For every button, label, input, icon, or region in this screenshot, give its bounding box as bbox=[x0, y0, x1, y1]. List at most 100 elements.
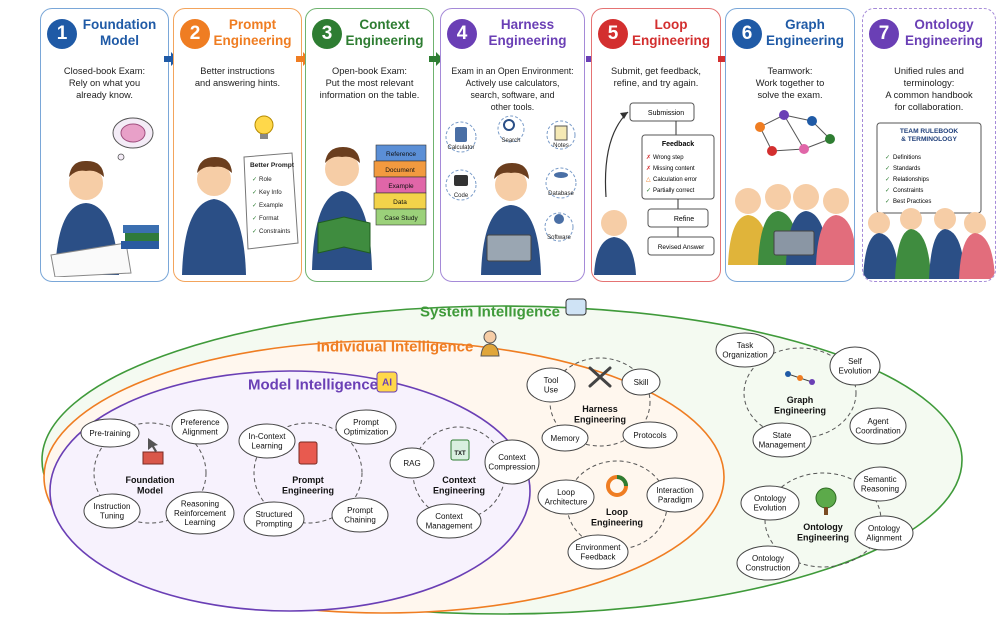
tool-label: Database bbox=[548, 191, 574, 197]
step-number: 3 bbox=[312, 19, 342, 49]
text-file-icon-label: TXT bbox=[454, 451, 466, 457]
step-number: 5 bbox=[598, 19, 628, 49]
tool-label: Calculator bbox=[447, 145, 474, 151]
calculator-icon bbox=[455, 127, 467, 142]
notes-icon bbox=[554, 125, 568, 141]
feedback-title: Feedback bbox=[662, 141, 694, 148]
cluster-context-engineering bbox=[389, 426, 540, 539]
monitor-icon bbox=[565, 298, 587, 316]
lightbulb-icon bbox=[254, 115, 274, 139]
cluster-node bbox=[171, 409, 229, 445]
tools-icon bbox=[588, 366, 612, 388]
cluster-prompt-engineering bbox=[238, 409, 397, 537]
card-item: Role bbox=[259, 176, 272, 183]
card-item: Constraints bbox=[259, 228, 290, 235]
student-tools-illustration: Calculator Search Notes Code Database So… bbox=[445, 115, 577, 275]
cluster-node bbox=[331, 497, 389, 533]
feedback-item: Missing content bbox=[653, 166, 695, 172]
cluster-node bbox=[541, 424, 589, 452]
svg-text:✗: ✗ bbox=[646, 154, 651, 161]
panel-description: Teamwork: Work together to solve the exa… bbox=[755, 66, 825, 100]
panel-title: Prompt Engineering bbox=[213, 17, 292, 48]
cluster-node bbox=[484, 439, 540, 485]
cluster-node bbox=[165, 491, 235, 535]
svg-text:✓: ✓ bbox=[252, 228, 257, 235]
cluster-node bbox=[335, 409, 397, 445]
graph-network-icon bbox=[755, 110, 835, 156]
person-icon bbox=[480, 330, 500, 357]
book-label: Data bbox=[393, 199, 407, 206]
panel-title: Context Engineering bbox=[345, 17, 424, 48]
rulebook-item: Relationships bbox=[893, 177, 929, 183]
cluster-node bbox=[829, 346, 881, 386]
panel-title: Graph Engineering bbox=[765, 17, 844, 48]
svg-text:✓: ✓ bbox=[885, 155, 890, 161]
panel-title: Loop Engineering bbox=[631, 17, 710, 48]
gear-icon bbox=[554, 214, 564, 224]
cluster-ring bbox=[253, 422, 363, 524]
rulebook-item: Best Practices bbox=[893, 199, 931, 205]
submission-box bbox=[629, 102, 695, 122]
tool-label: Software bbox=[547, 235, 571, 241]
cluster-node bbox=[715, 332, 775, 368]
database-icon bbox=[554, 172, 568, 178]
cluster-node bbox=[80, 418, 140, 448]
rulebook-item: Definitions bbox=[893, 155, 921, 161]
cluster-node bbox=[853, 466, 907, 502]
cluster-node bbox=[622, 421, 678, 449]
panel-description: Submit, get feedback, refine, and try ag… bbox=[611, 66, 701, 88]
svg-text:△: △ bbox=[646, 177, 651, 183]
cluster-node bbox=[646, 477, 704, 513]
svg-text:✓: ✓ bbox=[885, 188, 890, 194]
laptop-icon bbox=[773, 230, 815, 256]
team-rulebook-illustration: TEAM RULEBOOK& TERMINOLOGY ✓Definitions … bbox=[863, 122, 995, 279]
cluster-node bbox=[621, 368, 661, 396]
open-book-icon bbox=[317, 216, 371, 254]
individual-intelligence-label: Individual Intelligence bbox=[317, 338, 474, 355]
brain-icon bbox=[120, 123, 146, 143]
team-graph-illustration bbox=[728, 110, 854, 265]
cluster-node-label: Protocols bbox=[633, 431, 666, 440]
book-label: Reference bbox=[386, 151, 416, 158]
svg-text:✓: ✓ bbox=[252, 215, 257, 222]
cluster-node bbox=[537, 479, 595, 515]
submission-label: Submission bbox=[648, 110, 684, 117]
cluster-node bbox=[243, 501, 305, 537]
rulebook-item: Constraints bbox=[893, 188, 923, 194]
student-thinking-illustration bbox=[50, 117, 159, 277]
panel-description: Unified rules and terminology: A common … bbox=[885, 66, 973, 112]
svg-text:✓: ✓ bbox=[885, 199, 890, 205]
card-title: Better Prompt bbox=[250, 162, 295, 169]
cluster-node-label: Pre-training bbox=[89, 429, 130, 438]
refine-label: Refine bbox=[674, 216, 694, 223]
tool-label: Code bbox=[454, 193, 469, 199]
student-prompt-illustration: Better Prompt ✓Role ✓Key Info ✓Example ✓… bbox=[182, 115, 299, 275]
cluster-harness-engineering bbox=[526, 357, 678, 452]
text-file-icon bbox=[450, 439, 470, 461]
step-number: 7 bbox=[869, 19, 899, 49]
search-icon bbox=[503, 119, 515, 131]
cluster-graph-engineering bbox=[715, 332, 907, 458]
cluster-node bbox=[389, 447, 435, 479]
step-number: 4 bbox=[447, 19, 477, 49]
student-open-book-illustration: Reference Document Example Data Case Stu… bbox=[312, 144, 427, 270]
svg-text:✓: ✓ bbox=[885, 177, 890, 183]
model-intelligence-label: Model Intelligence bbox=[248, 376, 378, 393]
